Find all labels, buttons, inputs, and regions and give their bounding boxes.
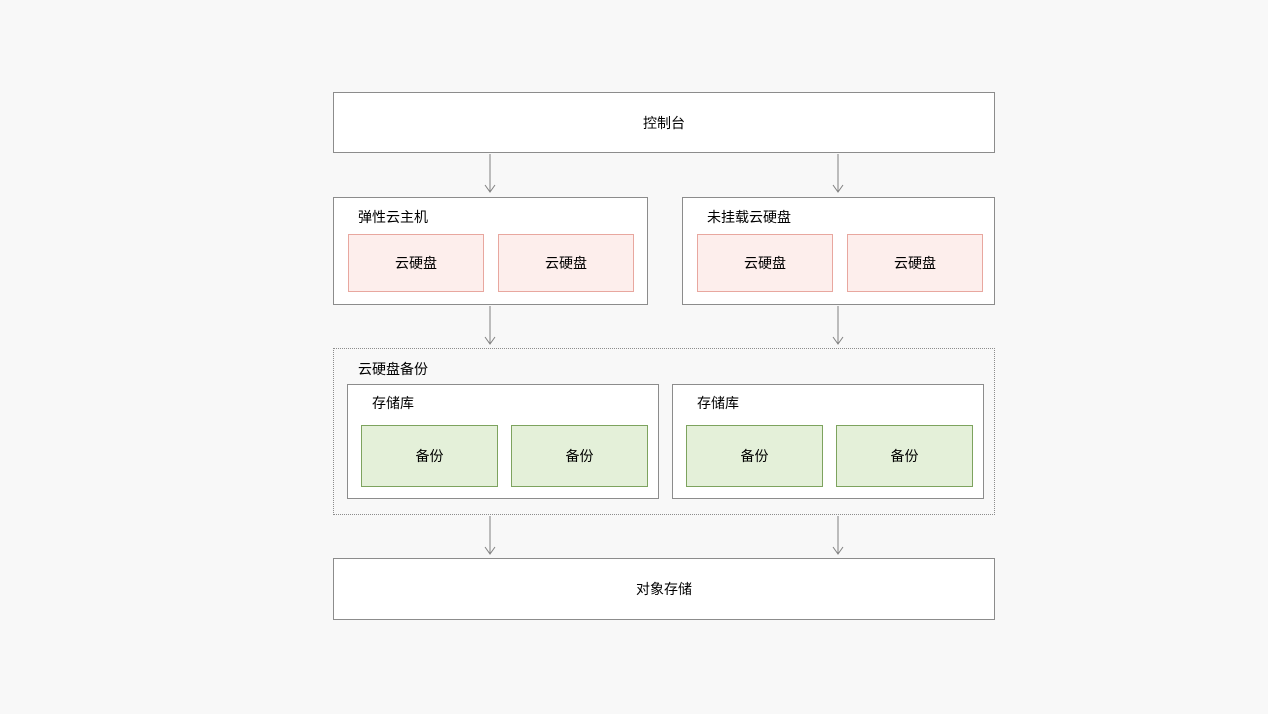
connector-arrow-backup-to-obs-left: [482, 516, 498, 558]
console-label: 控制台: [643, 114, 685, 131]
vault-box: 存储库 备份 备份: [672, 384, 984, 499]
arrow-down-icon: [832, 154, 844, 193]
backup-node: 备份: [686, 425, 823, 487]
cloud-disk-node: 云硬盘: [348, 234, 484, 292]
vault-box: 存储库 备份 备份: [347, 384, 659, 499]
backup-label: 备份: [890, 448, 919, 464]
unattached-group-label: 未挂载云硬盘: [707, 209, 791, 225]
object-storage-label: 对象存储: [636, 581, 692, 597]
arrow-down-icon: [484, 306, 496, 345]
arrow-down-icon: [484, 516, 496, 555]
disk-backup-region: 云硬盘备份 存储库 备份 备份 存储库 备份 备份: [333, 348, 995, 515]
cloud-disk-label: 云硬盘: [894, 255, 936, 271]
connector-arrow-console-to-ecs: [482, 154, 498, 196]
connector-arrow-backup-to-obs-right: [830, 516, 846, 558]
backup-label: 备份: [565, 448, 594, 464]
cloud-disk-label: 云硬盘: [744, 255, 786, 271]
object-storage-box: 对象存储: [333, 558, 995, 620]
cloud-disk-node: 云硬盘: [498, 234, 634, 292]
backup-label: 备份: [415, 448, 444, 464]
connector-arrow-unattached-to-backup: [830, 306, 846, 348]
disk-backup-region-label: 云硬盘备份: [358, 361, 428, 377]
cloud-disk-node: 云硬盘: [847, 234, 983, 292]
connector-arrow-ecs-to-backup: [482, 306, 498, 348]
vault-label: 存储库: [372, 395, 414, 411]
connector-arrow-console-to-unattached: [830, 154, 846, 196]
console-box: 控制台: [333, 92, 995, 153]
unattached-disks-group-box: 未挂载云硬盘 云硬盘 云硬盘: [682, 197, 995, 305]
arrow-down-icon: [832, 516, 844, 555]
arrow-down-icon: [484, 154, 496, 193]
vault-label: 存储库: [697, 395, 739, 411]
backup-label: 备份: [740, 448, 769, 464]
backup-node: 备份: [511, 425, 648, 487]
cloud-disk-node: 云硬盘: [697, 234, 833, 292]
ecs-group-box: 弹性云主机 云硬盘 云硬盘: [333, 197, 648, 305]
ecs-group-label: 弹性云主机: [358, 209, 428, 225]
cloud-disk-label: 云硬盘: [395, 255, 437, 271]
arrow-down-icon: [832, 306, 844, 345]
cloud-disk-label: 云硬盘: [545, 255, 587, 271]
backup-node: 备份: [836, 425, 973, 487]
backup-node: 备份: [361, 425, 498, 487]
